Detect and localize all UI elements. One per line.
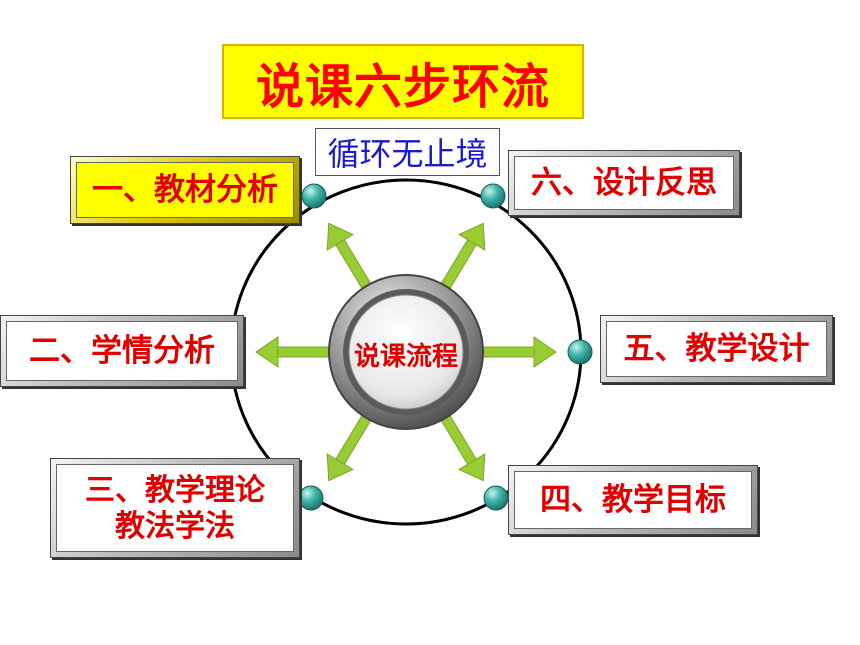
step-5-label: 五、教学设计 — [606, 321, 827, 377]
step-3-box: 三、教学理论 教法学法 — [50, 458, 300, 558]
page-title: 说课六步环流 — [222, 44, 584, 119]
node-1 — [301, 183, 327, 209]
step-6-label: 六、设计反思 — [514, 156, 734, 210]
step-6-box: 六、设计反思 — [508, 150, 740, 216]
hub — [328, 274, 484, 430]
node-4 — [483, 485, 509, 511]
subtitle-box: 循环无止境 — [315, 128, 500, 176]
step-2-label: 二、学情分析 — [6, 321, 238, 381]
step-2-box: 二、学情分析 — [0, 315, 244, 387]
ring-nodes — [298, 183, 593, 511]
step-1-box: 一、教材分析 — [70, 156, 300, 224]
arrow-right — [465, 336, 557, 368]
step-4-box: 四、教学目标 — [508, 465, 758, 535]
step-3-label: 三、教学理论 教法学法 — [56, 464, 294, 552]
step-1-label: 一、教材分析 — [76, 162, 294, 218]
hub-label: 说课流程 — [353, 341, 458, 372]
step-5-box: 五、教学设计 — [600, 315, 833, 383]
node-6 — [480, 183, 506, 209]
arrow-left — [255, 336, 347, 368]
step-4-label: 四、教学目标 — [514, 471, 752, 529]
node-5 — [567, 339, 593, 365]
node-3 — [298, 485, 324, 511]
